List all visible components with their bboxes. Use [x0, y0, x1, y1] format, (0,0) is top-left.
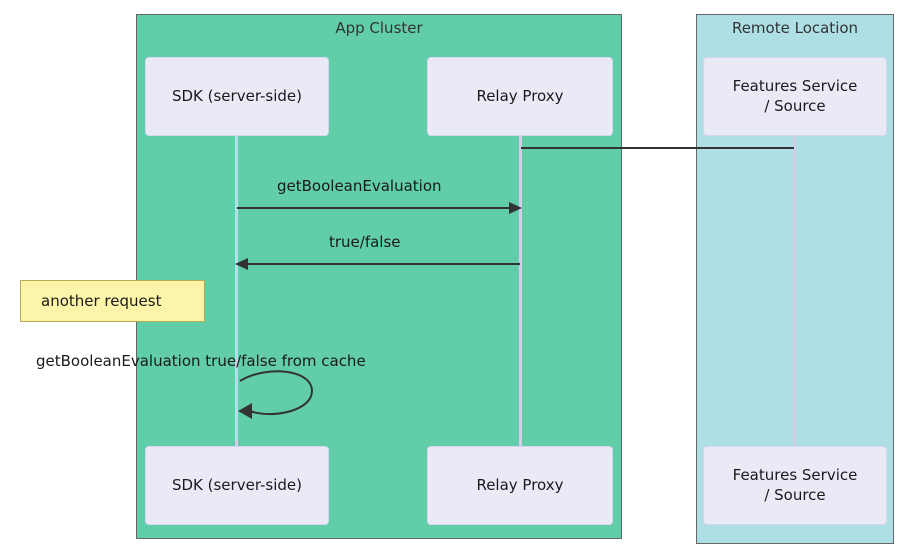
arrowhead-get-boolean-evaluation: [509, 202, 522, 214]
note-another-request-text: another request: [41, 292, 162, 310]
participant-relay-proxy-bottom-label: Relay Proxy: [476, 475, 564, 494]
participant-relay-proxy-top-label: Relay Proxy: [476, 86, 564, 105]
participant-features-service-bottom[interactable]: Features Service / Source: [703, 446, 887, 525]
participant-features-service-bottom-label: Features Service / Source: [733, 466, 858, 505]
participant-features-service-top-line1: Features Service: [732, 77, 858, 95]
message-line-get-boolean-evaluation: [237, 207, 510, 209]
lifeline-relay-proxy: [519, 136, 522, 446]
group-remote-location-label: Remote Location: [731, 19, 859, 37]
participant-sdk-bottom[interactable]: SDK (server-side): [145, 446, 329, 525]
participant-relay-proxy-top[interactable]: Relay Proxy: [427, 57, 613, 136]
participant-relay-proxy-bottom[interactable]: Relay Proxy: [427, 446, 613, 525]
message-label-cache-self-call: getBooleanEvaluation true/false from cac…: [36, 352, 366, 370]
participant-sdk-bottom-label: SDK (server-side): [171, 475, 303, 494]
message-label-true-false: true/false: [329, 233, 401, 251]
participant-features-service-bottom-line2: / Source: [764, 485, 826, 504]
note-another-request: another request: [20, 280, 205, 322]
participant-features-service-top-line2: / Source: [764, 96, 826, 115]
arrowhead-true-false: [235, 258, 248, 270]
group-app-cluster-label: App Cluster: [335, 19, 423, 37]
participant-sdk-top[interactable]: SDK (server-side): [145, 57, 329, 136]
participant-features-service-bottom-line1: Features Service: [732, 466, 858, 484]
message-line-true-false: [247, 263, 520, 265]
participant-features-service-top-label: Features Service / Source: [733, 77, 858, 116]
lifeline-features-service: [793, 136, 796, 446]
lifeline-sdk: [235, 136, 238, 446]
self-loop-arrow-cache: [238, 370, 314, 419]
message-label-get-boolean-evaluation: getBooleanEvaluation: [277, 177, 442, 195]
participant-features-service-top[interactable]: Features Service / Source: [703, 57, 887, 136]
message-line-relay-to-features: [521, 147, 794, 149]
participant-sdk-top-label: SDK (server-side): [171, 86, 303, 105]
